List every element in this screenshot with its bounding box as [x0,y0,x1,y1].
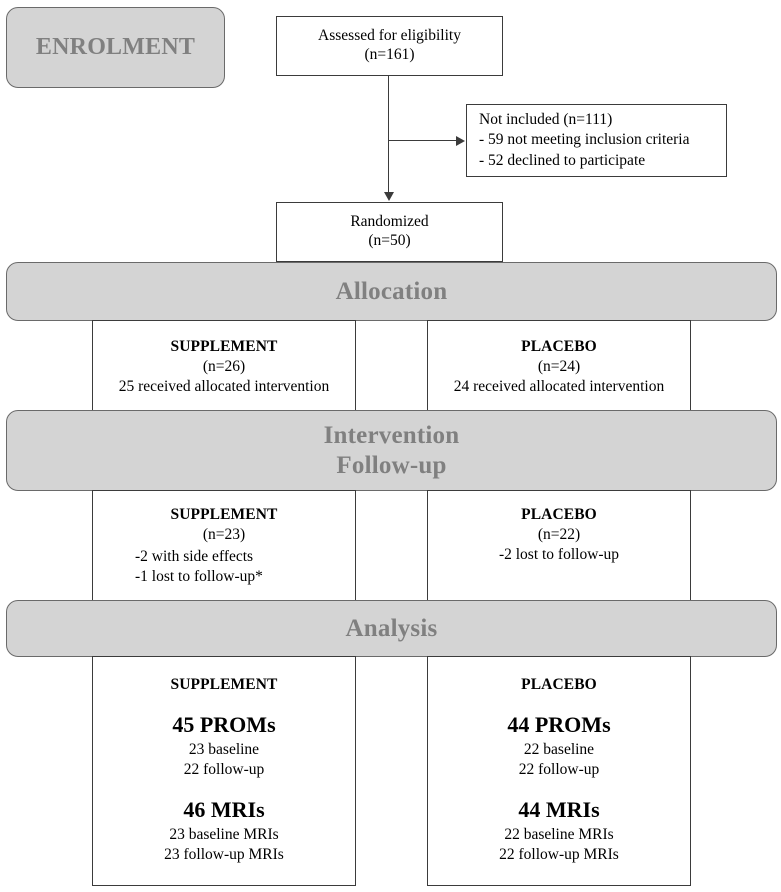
not-included-reason-2: - 52 declined to participate [479,151,646,169]
intervention-placebo-box: PLACEBO (n=22) -2 lost to follow-up [427,490,691,602]
analysis-placebo-proms-followup: 22 follow-up [518,760,600,778]
allocation-placebo-title: PLACEBO [521,338,597,355]
allocation-supplement-title: SUPPLEMENT [170,338,278,355]
analysis-placebo-proms-total: 44 PROMs [507,712,611,738]
allocation-supplement-box: SUPPLEMENT (n=26) 25 received allocated … [92,320,356,411]
stage-banner-intervention-followup: Intervention Follow-up [6,410,777,491]
not-included-reason-1: - 59 not meeting inclusion criteria [479,131,690,149]
randomized-count: (n=50) [368,232,411,249]
analysis-placebo-box: PLACEBO 44 PROMs 22 baseline 22 follow-u… [427,656,691,886]
not-included-total: Not included (n=111) [479,111,613,129]
analysis-supplement-title: SUPPLEMENT [170,676,278,693]
intervention-supplement-box: SUPPLEMENT (n=23) -2 with side effects -… [92,490,356,602]
randomized-box: Randomized (n=50) [276,202,503,262]
analysis-supplement-mri-total: 46 MRIs [183,797,265,823]
intervention-placebo-n: (n=22) [537,526,581,544]
intervention-supplement-detail-2: -1 lost to follow-up* [135,568,263,586]
allocation-placebo-box: PLACEBO (n=24) 24 received allocated int… [427,320,691,411]
allocation-label: Allocation [335,277,448,305]
enrolment-label: ENROLMENT [35,34,196,61]
allocation-placebo-n: (n=24) [537,358,581,376]
intervention-supplement-details: -2 with side effects -1 lost to follow-u… [93,547,355,587]
connector-assessed-to-excluded [389,140,457,142]
analysis-label: Analysis [345,614,438,642]
analysis-placebo-title: PLACEBO [521,676,597,693]
intervention-placebo-detail-1: -2 lost to follow-up [498,546,620,564]
intervention-supplement-detail-1: -2 with side effects [135,548,254,566]
allocation-supplement-detail: 25 received allocated intervention [118,378,330,396]
analysis-placebo-mri-total: 44 MRIs [518,797,600,823]
stage-banner-enrolment: ENROLMENT [6,7,225,88]
analysis-supplement-proms-followup: 22 follow-up [183,760,265,778]
analysis-placebo-mri-followup: 22 follow-up MRIs [499,845,619,863]
intervention-supplement-title: SUPPLEMENT [170,506,278,523]
assessed-count: (n=161) [364,46,415,63]
intervention-label-line1: Intervention [323,422,460,449]
intervention-placebo-title: PLACEBO [521,506,597,523]
analysis-supplement-mri-baseline: 23 baseline MRIs [169,825,279,843]
arrowhead-to-excluded [456,136,465,146]
intervention-supplement-n: (n=23) [202,526,246,544]
randomized-label: Randomized [350,213,429,231]
analysis-supplement-mri-followup: 23 follow-up MRIs [164,845,284,863]
analysis-placebo-mri-baseline: 22 baseline MRIs [504,825,614,843]
intervention-label-line2: Follow-up [336,451,447,479]
assessed-for-eligibility-box: Assessed for eligibility (n=161) [276,16,503,76]
not-included-box: Not included (n=111) - 59 not meeting in… [466,104,727,177]
arrowhead-to-randomized [384,192,394,201]
allocation-placebo-detail: 24 received allocated intervention [453,378,665,396]
stage-banner-analysis: Analysis [6,600,777,657]
analysis-supplement-proms-baseline: 23 baseline [188,740,260,758]
connector-assessed-to-randomized [388,76,390,194]
analysis-supplement-proms-total: 45 PROMs [172,712,276,738]
analysis-placebo-proms-baseline: 22 baseline [523,740,595,758]
stage-banner-allocation: Allocation [6,262,777,321]
allocation-supplement-n: (n=26) [202,358,246,376]
assessed-label: Assessed for eligibility [318,27,461,45]
analysis-supplement-box: SUPPLEMENT 45 PROMs 23 baseline 22 follo… [92,656,356,886]
